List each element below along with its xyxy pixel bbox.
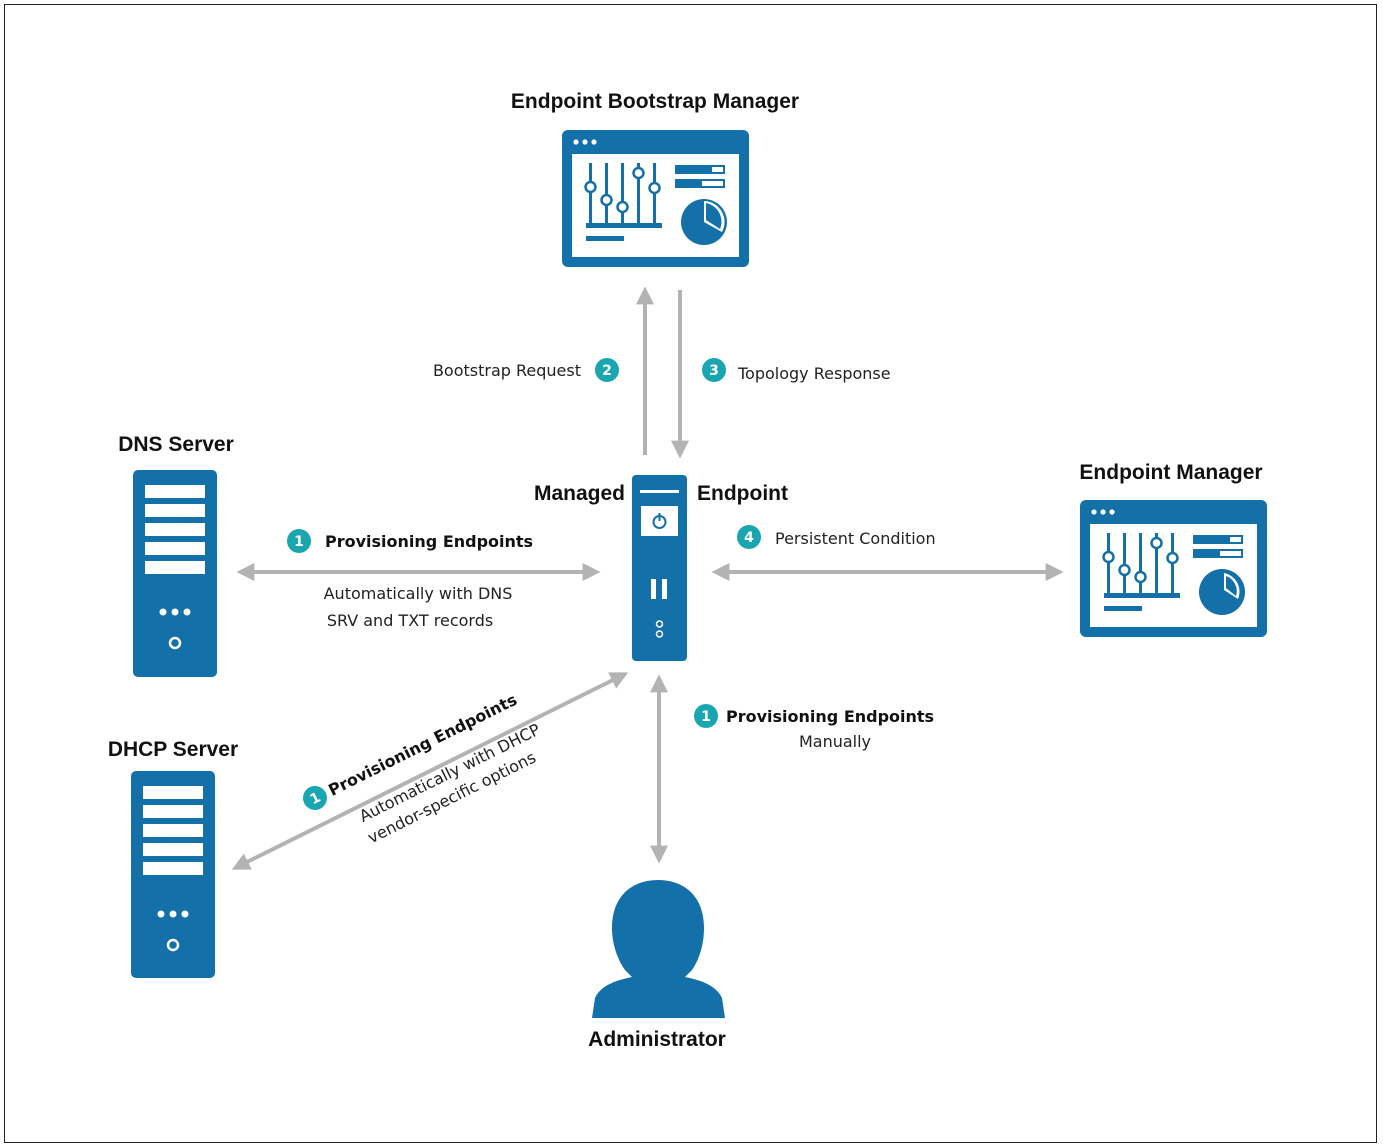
step-badge <box>303 786 327 810</box>
manual-provisioning-label: Provisioning Endpoints <box>726 707 934 726</box>
dhcp-provisioning-group: 1 Provisioning Endpoints Automatically w… <box>303 690 543 847</box>
step-badge: 3 <box>702 358 726 382</box>
server-icon <box>133 470 217 677</box>
dashboard-window-icon <box>1080 500 1267 637</box>
managed-endpoint-title-left: Managed <box>534 482 625 505</box>
diagram-frame <box>4 4 1377 1143</box>
endpoint-manager-title: Endpoint Manager <box>1079 461 1262 484</box>
dashboard-window-icon <box>562 130 749 267</box>
dhcp-endpoint-arrow <box>231 672 629 870</box>
svg-text:2: 2 <box>602 363 612 379</box>
step-badge: 1 <box>694 704 718 728</box>
svg-text:4: 4 <box>744 530 754 546</box>
svg-text:3: 3 <box>709 363 719 379</box>
dns-provisioning-label: Provisioning Endpoints <box>325 532 533 551</box>
manual-provisioning-detail: Manually <box>799 732 871 751</box>
bootstrap-request-label: Bootstrap Request <box>433 361 581 380</box>
step-badge: 1 <box>287 529 311 553</box>
dhcp-server-title: DHCP Server <box>108 738 238 761</box>
server-icon <box>131 771 215 978</box>
dns-provisioning-detail-2: SRV and TXT records <box>327 611 493 630</box>
step-badge: 4 <box>737 525 761 549</box>
person-icon <box>592 880 725 1018</box>
bootstrap-manager-title: Endpoint Bootstrap Manager <box>511 90 799 113</box>
topology-response-label: Topology Response <box>737 364 891 383</box>
step-badge: 2 <box>595 358 619 382</box>
persistent-condition-label: Persistent Condition <box>775 529 936 548</box>
arrows <box>231 286 1064 870</box>
dns-provisioning-detail-1: Automatically with DNS <box>324 584 513 603</box>
device-icon <box>632 475 687 661</box>
managed-endpoint-title-right: Endpoint <box>697 482 788 505</box>
administrator-title: Administrator <box>588 1028 726 1051</box>
dns-server-title: DNS Server <box>118 433 234 456</box>
svg-text:1: 1 <box>294 534 304 550</box>
svg-text:1: 1 <box>701 709 711 725</box>
